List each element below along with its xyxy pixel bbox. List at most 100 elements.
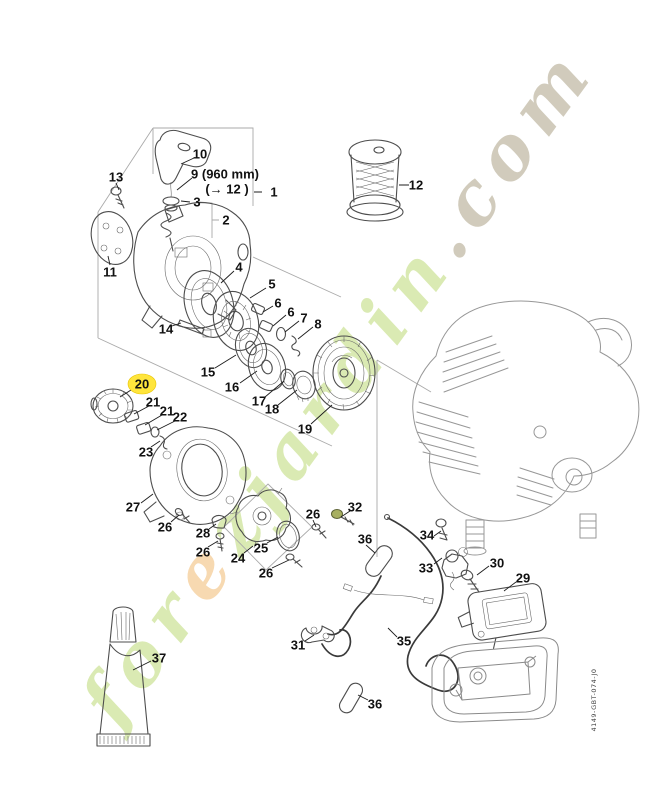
part-callout-12[interactable]: 12 (409, 178, 423, 193)
part-callout-22[interactable]: 22 (173, 410, 187, 425)
part-callout-33[interactable]: 33 (419, 561, 433, 576)
grease-tube-37 (96, 606, 151, 747)
part-callout-12[interactable]: (→ 12 ) (205, 182, 248, 197)
part-callout-26[interactable]: 26 (306, 507, 320, 522)
bolt-34 (435, 518, 447, 528)
ignition-module-29 (457, 583, 547, 649)
part-callout-19[interactable]: 19 (298, 422, 312, 437)
starter-grip (154, 129, 212, 185)
part-callout-11[interactable]: 11 (103, 265, 117, 280)
wiring-group (300, 513, 459, 714)
part-callout-6[interactable]: 6 (287, 305, 294, 320)
part-callout-26[interactable]: 26 (196, 545, 210, 560)
rope-spool-12 (346, 139, 404, 222)
part-callout-29[interactable]: 29 (516, 571, 530, 586)
cover-27 (149, 426, 247, 525)
washer-7 (275, 326, 287, 342)
part-callout-30[interactable]: 30 (490, 556, 504, 571)
part-callout-24[interactable]: 24 (231, 551, 246, 566)
bolt-26 (292, 558, 303, 568)
pawl-carrier-group (90, 388, 168, 450)
pulley-train (234, 327, 376, 411)
bolt-32 (340, 516, 355, 526)
pawl-21 (124, 410, 140, 423)
bolt-32-head (331, 509, 343, 519)
starter-rope (170, 181, 172, 198)
part-callout-4[interactable]: 4 (235, 260, 243, 275)
part-callout-15[interactable]: 15 (201, 365, 215, 380)
starter-assembly (90, 129, 301, 357)
starter-drum-18 (292, 370, 316, 400)
pawl (258, 319, 274, 333)
selected-part-highlight (127, 373, 157, 395)
ignition-lead-35 (387, 517, 459, 693)
part-callout-27[interactable]: 27 (126, 500, 140, 515)
part-callout-1[interactable]: 1 (270, 185, 277, 200)
part-callout-14[interactable]: 14 (159, 322, 174, 337)
crankcase-cover-group (143, 426, 247, 552)
boot-36 (365, 545, 393, 577)
rope-grommet (162, 196, 180, 206)
part-callout-28[interactable]: 28 (196, 526, 210, 541)
part-callout-13[interactable]: 13 (109, 170, 123, 185)
spring-8 (291, 335, 301, 357)
tube-body (99, 643, 149, 735)
part-callout-21[interactable]: 21 (146, 395, 160, 410)
bolt-26 (181, 513, 191, 524)
pawl (250, 302, 266, 316)
part-callout-6[interactable]: 6 (274, 296, 281, 311)
ground-wire (353, 589, 425, 601)
cap-28 (211, 514, 227, 529)
tube-cap (109, 606, 137, 643)
rewind-spring-clip (160, 212, 174, 252)
pawl-21 (136, 422, 152, 435)
backing-plate (90, 211, 134, 265)
part-callout-26[interactable]: 26 (259, 566, 273, 581)
pump-33 (445, 549, 459, 563)
part-callout-7[interactable]: 7 (300, 311, 307, 326)
part-callout-34[interactable]: 34 (420, 528, 435, 543)
connector-31 (300, 625, 335, 644)
part-callout-18[interactable]: 18 (265, 402, 279, 417)
washer-22 (150, 426, 160, 438)
part-callout-23[interactable]: 23 (139, 445, 153, 460)
part-callout-20[interactable]: 20 (135, 377, 149, 392)
part-callout-3[interactable]: 3 (193, 195, 200, 210)
washer-17 (280, 368, 296, 390)
part-callout-25[interactable]: 25 (254, 541, 268, 556)
part-callout-17[interactable]: 17 (252, 394, 266, 409)
part-callout-26[interactable]: 26 (158, 520, 172, 535)
part-callout-31[interactable]: 31 (291, 638, 305, 653)
pulley-15 (234, 327, 268, 369)
rotor-disc (183, 270, 235, 338)
bolt-26 (216, 538, 224, 552)
part-callout-37[interactable]: 37 (152, 651, 166, 666)
primer-group (435, 518, 480, 593)
part-callout-2[interactable]: 2 (222, 213, 229, 228)
part-callout-5[interactable]: 5 (268, 277, 275, 292)
carburetor-group (229, 487, 355, 568)
part-callout-8[interactable]: 8 (314, 317, 321, 332)
starter-housing (133, 202, 252, 329)
part-callout-10[interactable]: 10 (193, 147, 207, 162)
pulley-16 (247, 342, 287, 392)
part-callout-35[interactable]: 35 (397, 634, 411, 649)
part-callout-36[interactable]: 36 (368, 697, 382, 712)
o-ring-25 (276, 520, 300, 552)
part-callout-16[interactable]: 16 (225, 380, 239, 395)
engine-unit-illustration (412, 300, 640, 556)
harness-wire (327, 575, 382, 636)
part-callout-32[interactable]: 32 (348, 500, 362, 515)
document-code: 4149-GBT-074-J0 (590, 668, 598, 731)
boot-36 (338, 682, 364, 714)
part-callout-9960mm[interactable]: 9 (960 mm) (191, 167, 259, 182)
bolt-26 (317, 528, 327, 539)
ratchet-wheel (212, 290, 260, 352)
screw-13 (110, 186, 122, 196)
part-callout-36[interactable]: 36 (358, 532, 372, 547)
callout-leader-lines (107, 157, 517, 701)
part-callout-21[interactable]: 21 (160, 404, 174, 419)
